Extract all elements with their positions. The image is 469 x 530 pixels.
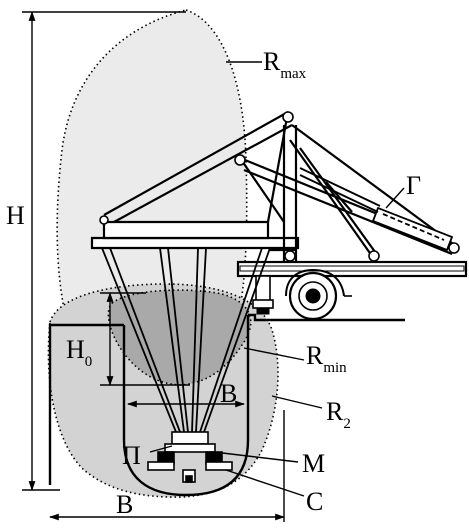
label-g: Г (406, 171, 421, 200)
label-rmin: Rmin (306, 341, 347, 376)
dimension-h0 (100, 292, 190, 386)
boom-truss (90, 111, 457, 262)
label-h: H (6, 201, 25, 230)
label-rmax: Rmax (263, 47, 307, 82)
label-c: С (306, 487, 323, 516)
dimension-b-bottom (49, 410, 285, 522)
working-head (147, 431, 233, 483)
label-m: М (302, 449, 325, 478)
label-r2: R2 (326, 397, 351, 432)
hydraulic-cylinder (299, 167, 454, 252)
work-well-outline (122, 315, 250, 497)
dimension-h (22, 11, 186, 491)
label-b-bottom: B (116, 490, 133, 519)
vehicle-chassis (236, 260, 468, 321)
pivot-joints (99, 111, 460, 262)
ground-line-right (248, 313, 405, 322)
ground-line (48, 323, 124, 485)
leader-lines (149, 61, 405, 497)
label-b-inner: B (220, 379, 237, 408)
label-p: П (122, 441, 141, 470)
label-h0: H0 (66, 335, 92, 370)
